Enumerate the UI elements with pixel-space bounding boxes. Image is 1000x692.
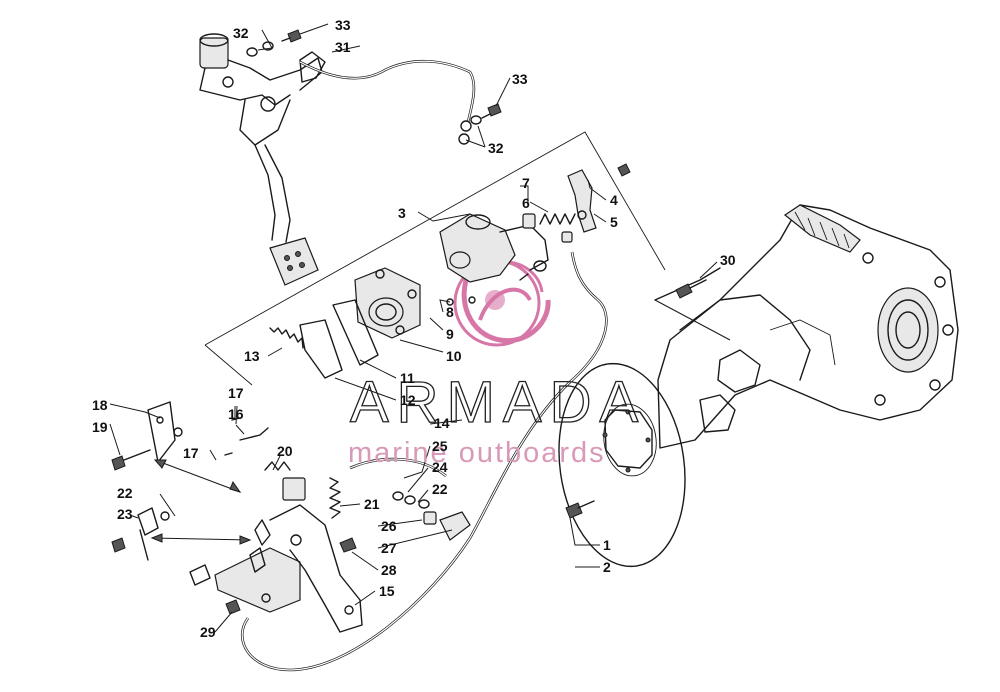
disc-bolt-2 — [565, 500, 595, 519]
callout-33-top: 33 — [335, 17, 351, 33]
callout-21: 21 — [364, 496, 380, 512]
callout-31: 31 — [335, 39, 351, 55]
transmission-housing — [654, 204, 959, 449]
callout-32-top: 32 — [233, 25, 249, 41]
brake-pedal — [269, 237, 319, 286]
callout-27: 27 — [381, 540, 397, 556]
caliper-arm-5 — [567, 163, 631, 233]
brake-disc — [558, 362, 686, 568]
brake-caliper — [439, 213, 549, 283]
callout-1: 1 — [603, 537, 611, 553]
callout-17-mid: 17 — [183, 445, 199, 461]
banjo-bolts-33 — [281, 29, 502, 119]
leader-lines — [109, 23, 718, 633]
spring-13 — [269, 327, 304, 349]
spring-6 — [539, 213, 576, 225]
watermark-tagline: marine outboards — [348, 437, 606, 469]
callout-4: 4 — [610, 192, 618, 208]
callout-16: 16 — [228, 406, 244, 422]
callout-25: 25 — [432, 438, 448, 454]
callout-28: 28 — [381, 562, 397, 578]
callout-8: 8 — [446, 304, 454, 320]
callout-11: 11 — [400, 370, 415, 386]
callout-29: 29 — [200, 624, 216, 640]
callout-24: 24 — [432, 459, 448, 475]
spring-20 — [264, 461, 291, 471]
output-shaft-splined — [783, 204, 861, 253]
callout-14: 14 — [434, 415, 450, 431]
callout-2: 2 — [603, 559, 611, 575]
washers-32 — [246, 41, 482, 125]
brake-pads — [299, 299, 379, 379]
callout-3: 3 — [398, 205, 406, 221]
brake-line-31 — [299, 59, 476, 145]
small-hardware — [160, 417, 357, 615]
brake-cable-14 — [240, 251, 608, 672]
callout-23: 23 — [117, 506, 133, 522]
callout-22-left: 22 — [117, 485, 133, 501]
brake-lever-bracket-15 — [214, 477, 363, 633]
callout-22-right: 22 — [432, 481, 448, 497]
callout-18: 18 — [92, 397, 108, 413]
watermark-brand: ARMADA — [350, 370, 646, 435]
clevis-23 — [111, 507, 159, 561]
callout-15: 15 — [379, 583, 395, 599]
callout-17-top: 17 — [228, 385, 244, 401]
caliper-group-outline — [204, 131, 666, 386]
adjuster-nut-26-27 — [392, 491, 471, 541]
callout-9: 9 — [446, 326, 454, 342]
linkage-18-19 — [111, 401, 176, 471]
callout-32-right: 32 — [488, 140, 504, 156]
callout-33-right: 33 — [512, 71, 528, 87]
master-cylinder-assembly — [199, 33, 326, 243]
assembly-arrows — [150, 459, 252, 545]
callout-19: 19 — [92, 419, 108, 435]
callout-10: 10 — [446, 348, 462, 364]
callout-13: 13 — [244, 348, 260, 364]
bolt-30 — [654, 279, 731, 341]
watermark-text: ARMADA marine outboards — [348, 369, 646, 469]
callout-26: 26 — [381, 518, 397, 534]
callout-20: 20 — [277, 443, 293, 459]
callout-labels: 1 2 3 4 5 6 7 8 9 10 11 12 13 14 15 16 1… — [92, 17, 736, 640]
callout-30: 30 — [720, 252, 736, 268]
callout-6: 6 — [522, 195, 530, 211]
spring-21 — [329, 477, 341, 519]
adjuster-small-parts — [446, 231, 573, 306]
caliper-bracket — [354, 267, 421, 339]
callout-12: 12 — [400, 392, 416, 408]
callout-5: 5 — [610, 214, 618, 230]
callout-7: 7 — [522, 175, 530, 191]
